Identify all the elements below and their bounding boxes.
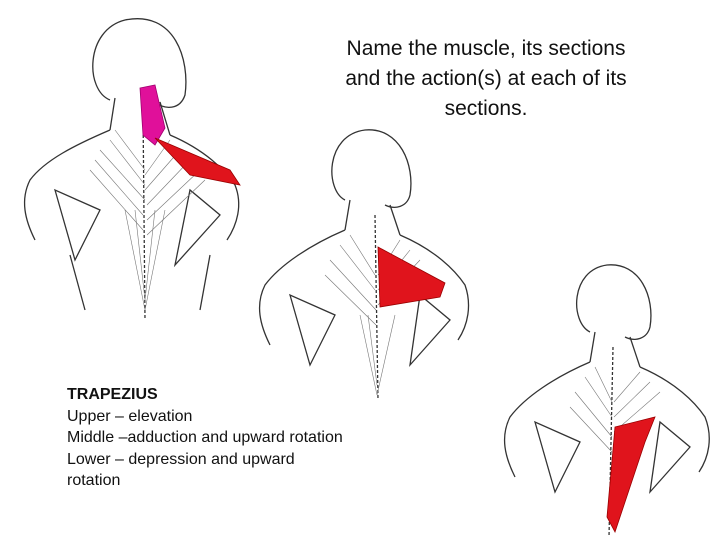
head-outline [331, 129, 412, 208]
head-outline [92, 18, 187, 108]
answer-upper: Upper – elevation [67, 407, 193, 425]
middle-trapezius-highlight [377, 246, 446, 308]
head-outline [576, 264, 652, 340]
illustration-lower-trapezius [503, 264, 710, 538]
question-line-3: sections. [444, 97, 528, 120]
illustration-middle-trapezius [258, 129, 470, 401]
answer-lower-line-2: rotation [67, 472, 121, 489]
lower-trapezius-highlight [606, 416, 656, 534]
answer-text: TRAPEZIUS Upper – elevation Middle –addu… [67, 384, 397, 492]
question-line-1: Name the muscle, its sections [346, 37, 626, 60]
answer-middle: Middle –adduction and upward rotation [67, 429, 343, 446]
answer-heading: TRAPEZIUS [67, 386, 158, 403]
upper-trapezius-highlight [139, 84, 166, 146]
upper-trapezius-fibers [154, 137, 241, 186]
illustration-upper-trapezius [23, 18, 241, 321]
answer-lower-line-1: Lower – depression and upward [67, 450, 295, 468]
question-line-2: and the action(s) at each of its [345, 67, 627, 90]
question-text: Name the muscle, its sections and the ac… [300, 34, 672, 124]
